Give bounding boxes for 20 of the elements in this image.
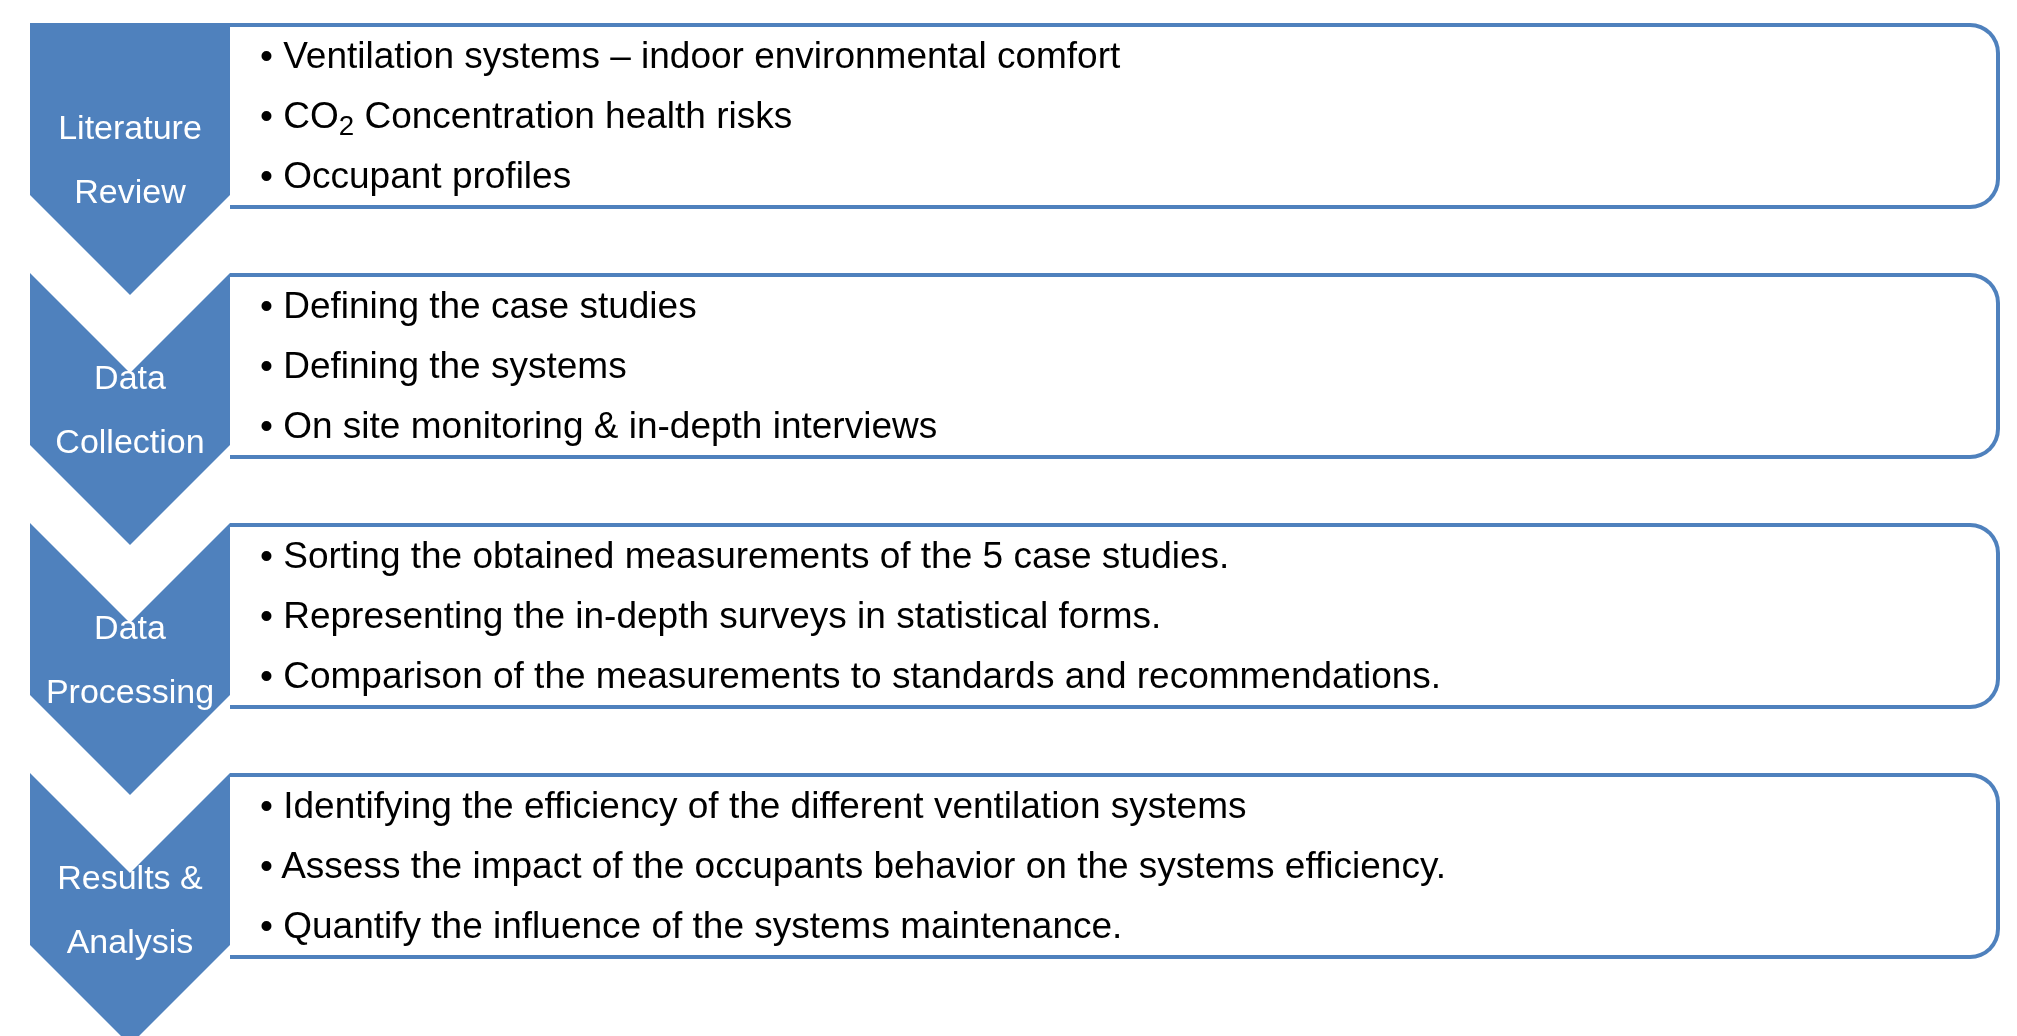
bullet-item: • Identifying the efficiency of the different ventilation systems — [260, 784, 1248, 828]
stage-label: Data Collection — [54, 357, 206, 462]
bullet-item: • Comparison of the measurements to standards and recommendations. — [260, 654, 1442, 698]
bullet-item: • CO$_{2}$ Concentration health risks — [260, 94, 794, 143]
bullet-item: • Occupant profiles — [260, 154, 573, 198]
content-box — [230, 23, 2000, 209]
stage-label: Literature Review — [57, 107, 203, 212]
bullet-item: • Quantify the influence of the systems maintenance. — [260, 904, 1124, 948]
content-box — [230, 523, 2000, 709]
stage-label: Data Processing — [44, 607, 216, 712]
bullet-item: • Ventilation systems – indoor environmental comfort — [260, 34, 1121, 78]
bullet-item: • Sorting the obtained measurements of the 5 case studies. — [260, 534, 1231, 578]
bullet-item: • Defining the case studies — [260, 284, 698, 328]
content-box — [230, 773, 2000, 959]
bullet-item: • Representing the in-depth surveys in statistical forms. — [260, 594, 1163, 638]
bullet-item: • Defining the systems — [260, 344, 628, 388]
stage-label: Results & Analysis — [56, 857, 204, 962]
bullet-item: • On site monitoring & in-depth interviews — [260, 404, 938, 448]
content-box — [230, 273, 2000, 459]
bullet-item: • Assess the impact of the occupants behavior on the systems efficiency. — [260, 844, 1446, 888]
